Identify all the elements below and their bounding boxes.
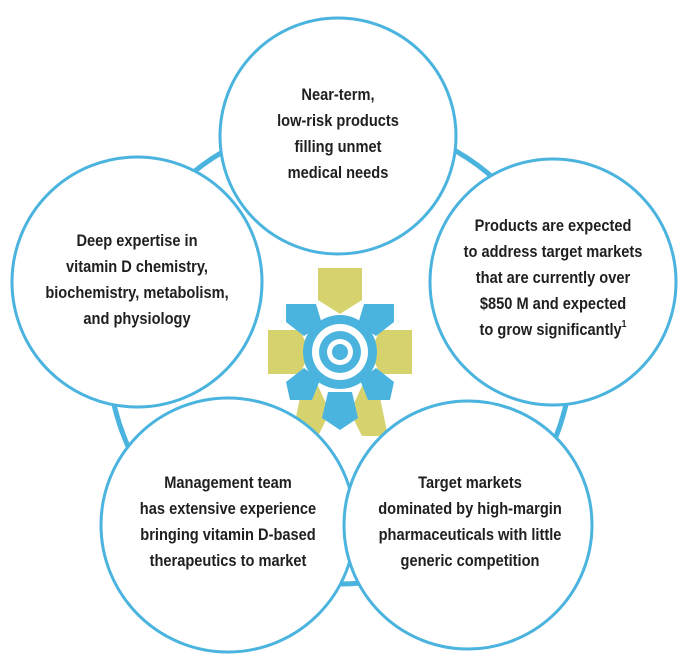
gear-tooth-right (370, 330, 412, 374)
target-center (332, 344, 348, 360)
bubble-left-line: and physiology (83, 309, 191, 328)
bubble-bottom-right-text: Target markets dominated by high-margin … (358, 470, 582, 574)
bubble-left (10, 155, 264, 409)
bubble-right-line: to address target markets (463, 242, 643, 261)
bubble-right-line: to grow significantly1 (450, 317, 656, 343)
bubble-bottom-left-line: bringing vitamin D-based (140, 525, 316, 544)
bubble-bottom-right (342, 399, 594, 651)
bubble-right-last-line: to grow significantly (479, 320, 622, 339)
bubble-left-text: Deep expertise in vitamin D chemistry, b… (30, 228, 245, 332)
bubble-bottom-left-line: therapeutics to market (149, 551, 307, 570)
gear-arrow-bottom-right (360, 368, 394, 400)
gear-arrow-bottom-left (286, 368, 320, 400)
bubble-bottom-left-line: has extensive experience (139, 499, 317, 518)
bubble-right-line: that are currently over (475, 268, 631, 287)
bubble-left-line: Deep expertise in (76, 231, 198, 250)
bubble-top-line: medical needs (287, 163, 389, 182)
bubble-bottom-right-line: dominated by high-margin (378, 499, 562, 518)
bubble-top (218, 16, 458, 256)
bubble-bottom-right-line: generic competition (400, 551, 540, 570)
gear-arrow-bottom (322, 392, 358, 430)
bubble-right (428, 157, 678, 407)
bubble-left-line: vitamin D chemistry, (66, 257, 208, 276)
bubble-left-line: biochemistry, metabolism, (45, 283, 229, 302)
bubble-top-line: low-risk products (277, 111, 399, 130)
gear-tooth-left (268, 330, 310, 374)
bubble-top-line: Near-term, (301, 85, 375, 104)
bubble-bottom-right-line: pharmaceuticals with little (378, 525, 562, 544)
bubble-bottom-left-line: Management team (164, 473, 292, 492)
gear-tooth-top (318, 268, 362, 314)
bubble-right-text: Products are expected to address target … (450, 213, 656, 343)
bubble-top-line: filling unmet (294, 137, 382, 156)
bubble-right-line: $850 M and expected (479, 294, 627, 313)
bubble-bottom-left-text: Management team has extensive experience… (116, 470, 340, 574)
bubble-right-line: Products are expected (474, 216, 632, 235)
target-gear-icon (268, 268, 412, 436)
footnote-marker: 1 (621, 319, 627, 331)
bubble-bottom-right-line: Target markets (418, 473, 522, 492)
bubble-top-text: Near-term, low-risk products filling unm… (252, 82, 424, 186)
